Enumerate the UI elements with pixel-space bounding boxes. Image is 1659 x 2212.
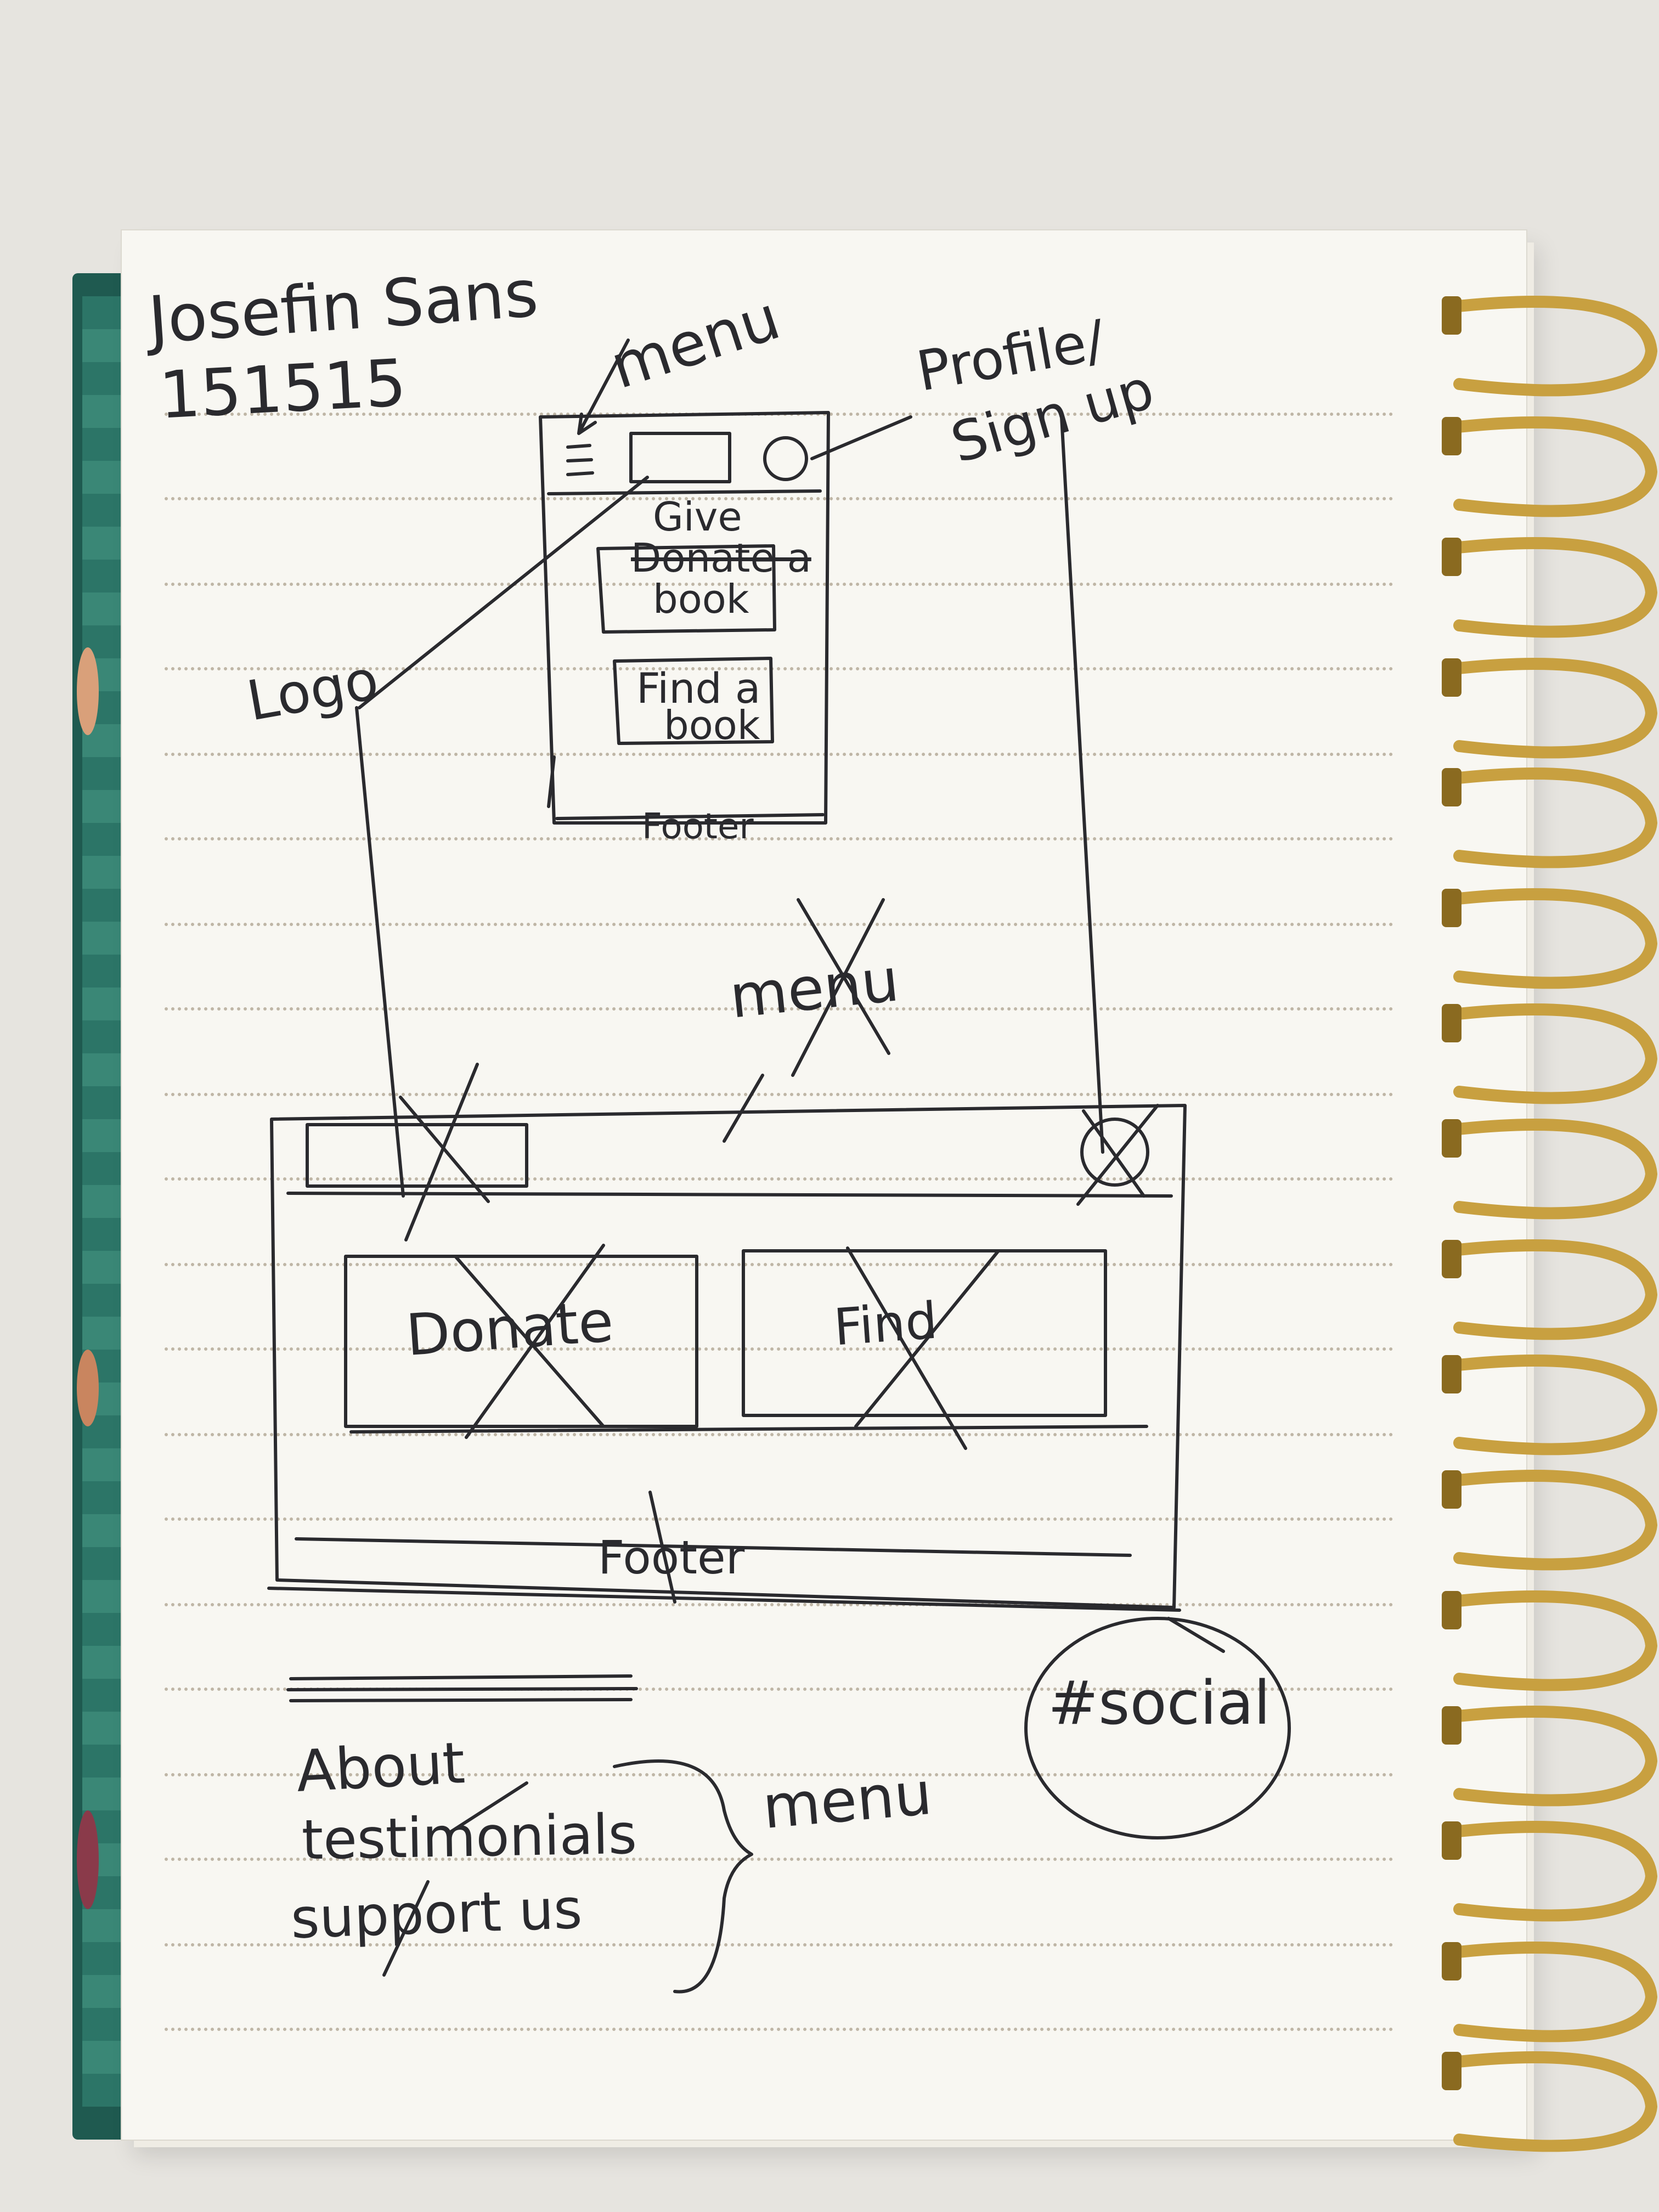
mobile-hamburger-icon xyxy=(566,444,594,476)
mobile-find-book-text: book xyxy=(664,702,760,748)
desktop-footer-cross xyxy=(648,1491,676,1604)
mobile-footer-text: Footer xyxy=(642,806,754,847)
support-strike xyxy=(382,1880,430,1977)
desktop-donate-cross xyxy=(454,1244,605,1439)
strikethrough-heading xyxy=(286,1674,638,1702)
desktop-footer-line xyxy=(267,1587,1181,1612)
desktop-footer-divider xyxy=(295,1537,1132,1557)
cover-flower xyxy=(77,1350,99,1426)
desktop-profile-cross xyxy=(1076,1104,1159,1206)
desktop-footer-text: Footer xyxy=(598,1531,745,1584)
mobile-footer-divider xyxy=(555,813,825,820)
menu-item-support: support us xyxy=(290,1876,584,1951)
desktop-content-divider xyxy=(349,1425,1148,1434)
social-circle xyxy=(1024,1617,1291,1839)
mobile-profile-icon xyxy=(763,436,808,481)
desktop-donate-box xyxy=(344,1255,698,1428)
mobile-donate-text: Donate a xyxy=(631,535,811,581)
mobile-content-left-line xyxy=(547,755,556,808)
testimonials-strike xyxy=(448,1781,528,1834)
desktop-find-box xyxy=(742,1249,1107,1417)
desktop-find-text: Find xyxy=(832,1291,940,1357)
logo-arrow-mobile xyxy=(358,476,649,709)
mobile-logo-box xyxy=(629,432,731,483)
menu-item-testimonials: testimonials xyxy=(301,1802,637,1872)
mobile-book-text: book xyxy=(653,576,749,622)
mobile-find-box xyxy=(613,657,774,745)
menu-arrow xyxy=(577,338,630,435)
desktop-logo-cross xyxy=(399,1063,490,1242)
social-label: #social xyxy=(1048,1668,1271,1738)
menu-item-about: About xyxy=(295,1729,467,1805)
desktop-find-cross xyxy=(846,1246,1000,1450)
desktop-header-divider xyxy=(286,1192,1173,1198)
profile-arrow xyxy=(810,415,912,460)
mobile-give-text: Give xyxy=(653,494,742,540)
menu-brace-label: menu xyxy=(760,1759,935,1843)
profile-arrow-desktop xyxy=(1060,415,1104,1154)
mobile-find-text: Find a xyxy=(636,664,761,713)
cover-flower xyxy=(77,647,99,735)
mobile-header-divider xyxy=(547,489,822,495)
mobile-give-box xyxy=(596,544,776,634)
desktop-menu-cross xyxy=(723,898,890,1143)
social-connector xyxy=(1167,1617,1225,1653)
desktop-profile-icon xyxy=(1080,1118,1149,1187)
color-note: 151515 xyxy=(157,345,408,433)
mobile-frame xyxy=(539,411,830,825)
cover-flower xyxy=(77,1810,99,1909)
menu-brace xyxy=(613,1759,753,1994)
desktop-logo-box xyxy=(306,1123,528,1188)
logo-arrow-desktop xyxy=(355,706,405,1198)
desktop-frame xyxy=(270,1104,1187,1609)
